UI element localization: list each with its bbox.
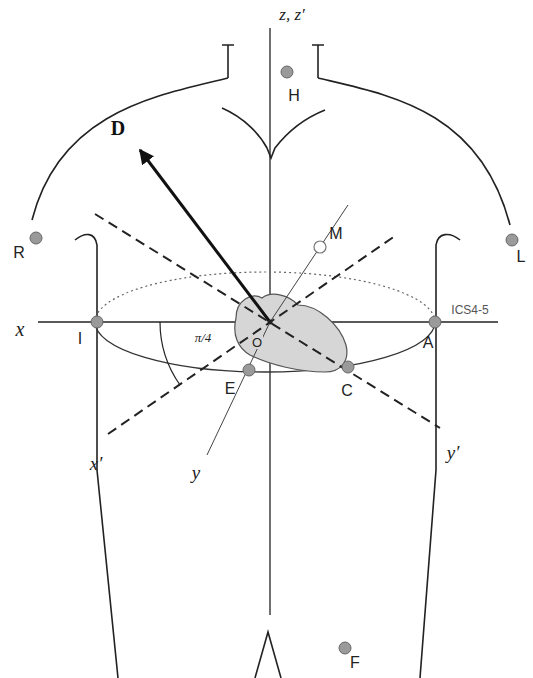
dipole-vector bbox=[140, 150, 270, 322]
electrode-label: R bbox=[12, 245, 26, 261]
torso-outline bbox=[75, 235, 118, 678]
electrode-open-circle bbox=[314, 241, 326, 253]
neck-line bbox=[222, 45, 234, 78]
electrode-label: C bbox=[340, 383, 354, 399]
shoulder-outline bbox=[32, 78, 228, 220]
shoulder-outline bbox=[318, 78, 510, 225]
electrode-dot bbox=[342, 361, 354, 373]
axis-label: x′ bbox=[89, 454, 104, 473]
level-label: ICS4-5 bbox=[450, 304, 489, 316]
crotch-line bbox=[255, 632, 281, 678]
angle-arc bbox=[160, 322, 180, 385]
electrode-label: E bbox=[224, 381, 237, 397]
origin-label: O bbox=[251, 336, 263, 349]
electrode-dot bbox=[506, 234, 518, 246]
electrode-dot bbox=[281, 66, 293, 78]
origin-dot bbox=[268, 320, 273, 325]
axis-label: y bbox=[191, 463, 201, 482]
electrode-dot bbox=[339, 642, 351, 654]
electrode-dot bbox=[30, 232, 42, 244]
axis-label: z, z′ bbox=[278, 6, 305, 23]
electrode-label: M bbox=[328, 226, 343, 242]
electrode-dot bbox=[429, 316, 441, 328]
x-prime-axis bbox=[108, 236, 395, 434]
neck-line bbox=[312, 45, 324, 78]
electrode-dot bbox=[91, 316, 103, 328]
collar-line bbox=[222, 108, 325, 158]
electrode-dot bbox=[243, 364, 255, 376]
electrode-label: L bbox=[516, 249, 527, 265]
electrode-label: F bbox=[349, 655, 361, 671]
y-axis bbox=[207, 205, 348, 455]
axis-label: x bbox=[15, 319, 26, 339]
angle-label: π/4 bbox=[194, 331, 213, 344]
vector-label: D bbox=[110, 118, 126, 138]
electrode-label: H bbox=[287, 88, 301, 104]
electrode-label: A bbox=[422, 335, 435, 351]
torso-outline bbox=[420, 235, 460, 678]
electrode-label: I bbox=[77, 331, 83, 347]
axis-label: y′ bbox=[446, 443, 461, 462]
